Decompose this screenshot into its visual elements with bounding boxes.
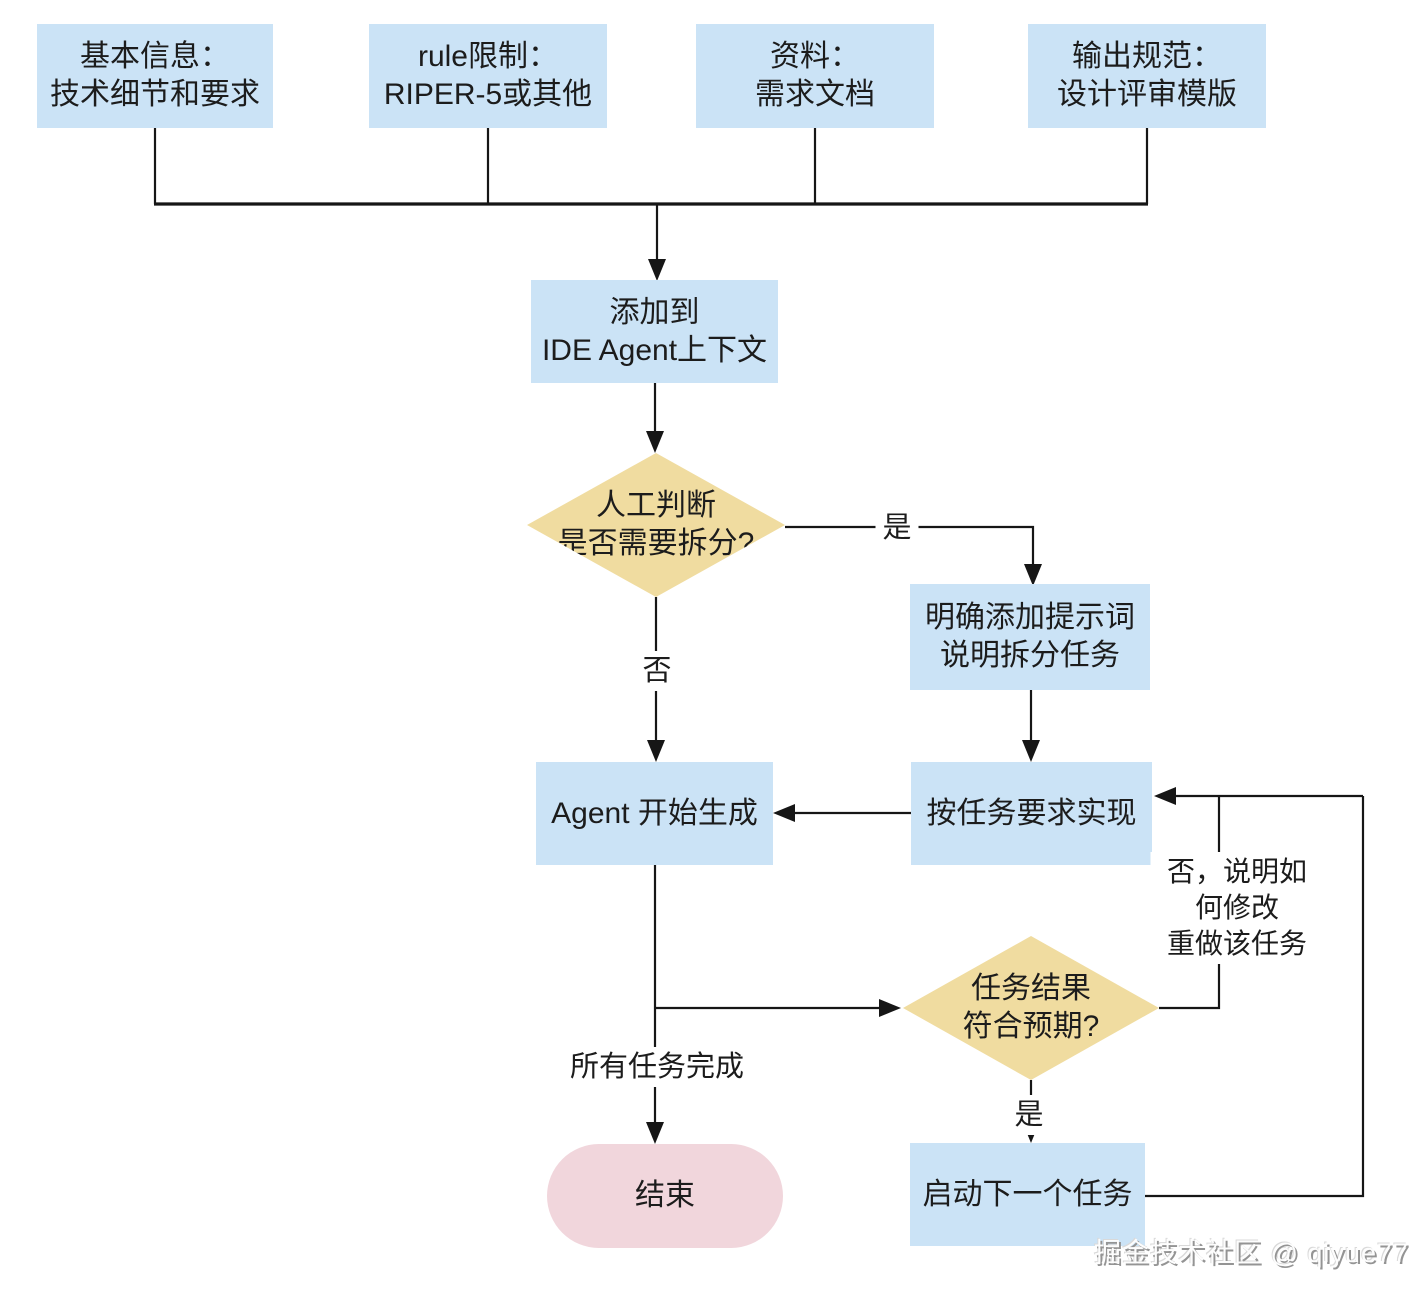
node-next-task: 启动下一个任务: [910, 1143, 1145, 1246]
arrowhead-add-prompt: [1024, 564, 1042, 586]
node-add-context: 添加到 IDE Agent上下文: [531, 280, 778, 383]
label-split-no: 否: [635, 651, 679, 691]
node-end: 结束: [547, 1144, 783, 1248]
node-rule-limit: rule限制： RIPER-5或其他: [369, 24, 607, 128]
arrowhead-implement-right: [1154, 787, 1176, 805]
node-implement: 按任务要求实现: [911, 762, 1152, 865]
watermark: 掘金技术社区 @ qiyue77: [1094, 1238, 1409, 1268]
node-basic-info: 基本信息： 技术细节和要求: [37, 24, 273, 128]
arrowhead-end: [646, 1122, 664, 1144]
arrowhead-judge: [646, 431, 664, 453]
arrowhead-implement: [1022, 740, 1040, 762]
node-agent-generate: Agent 开始生成: [536, 762, 773, 865]
node-add-prompt: 明确添加提示词 说明拆分任务: [910, 584, 1150, 690]
label-result-no: 否，说明如何修改 重做该任务: [1150, 852, 1324, 964]
arrowhead-agent-top: [647, 740, 665, 762]
arrowhead-add-context: [648, 259, 666, 281]
label-result-yes: 是: [1007, 1095, 1051, 1135]
node-output-spec: 输出规范： 设计评审模版: [1028, 24, 1266, 128]
arrowhead-result-left: [879, 999, 901, 1017]
label-all-tasks-done: 所有任务完成: [562, 1047, 752, 1087]
node-docs: 资料： 需求文档: [696, 24, 934, 128]
edge-next-task-loop: [1145, 796, 1365, 1198]
arrowhead-agent-left: [773, 804, 795, 822]
edge-judge-yes: [785, 525, 1035, 564]
label-split-yes: 是: [875, 508, 919, 548]
